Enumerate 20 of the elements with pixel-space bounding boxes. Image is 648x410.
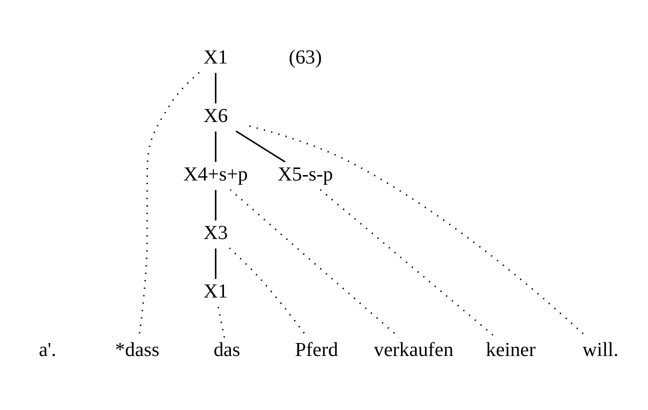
label: a'. [38, 339, 56, 362]
connector [214, 131, 216, 162]
node-text: verkaufen [374, 339, 454, 362]
node-text: will. [582, 339, 618, 362]
node-text: X4+s+p [183, 163, 248, 186]
node-text: keiner [486, 339, 536, 362]
connector [236, 130, 286, 162]
node-text: X1 [203, 46, 228, 68]
node-text: X3 [203, 222, 228, 244]
node-text: Pferd [294, 339, 338, 362]
node-text: das [214, 339, 240, 362]
node-text: *dass [115, 339, 160, 362]
label: (63) [288, 46, 322, 68]
connector [214, 72, 216, 104]
node-text: X6 [203, 104, 228, 127]
node-text: X5-s-p [278, 163, 333, 186]
node-text: X1 [203, 280, 228, 303]
connector [214, 190, 216, 220]
connector [218, 306, 226, 338]
connector [214, 248, 216, 279]
